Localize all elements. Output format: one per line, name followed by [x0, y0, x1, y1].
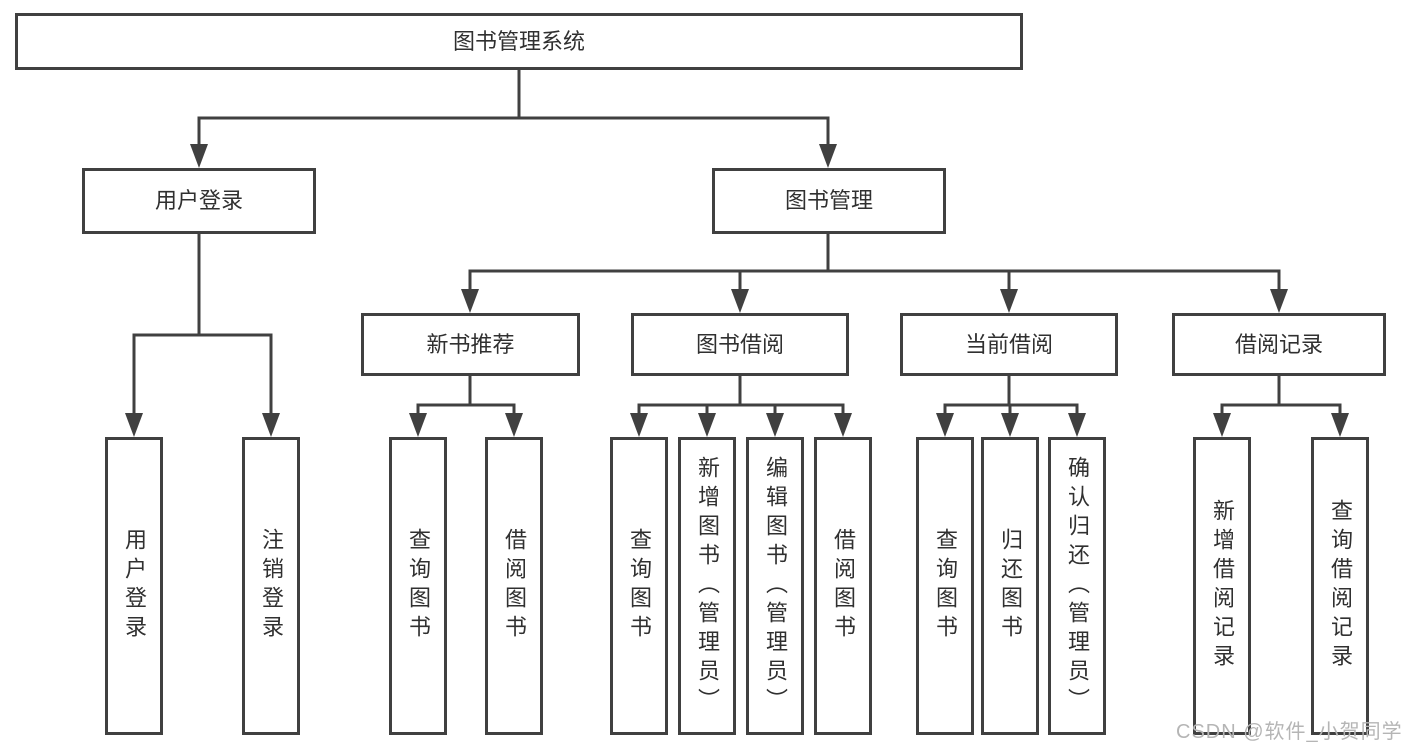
node-book-borrow: 图书借阅 [631, 313, 849, 376]
leaf-borrow-edit-books-admin: 编辑图书（管理员） [746, 437, 804, 735]
leaf-current-confirm-return-admin: 确认归还（管理员） [1048, 437, 1106, 735]
node-root-system: 图书管理系统 [15, 13, 1023, 70]
leaf-borrow-borrow-books: 借阅图书 [814, 437, 872, 735]
leaf-current-query-books: 查询图书 [916, 437, 974, 735]
node-book-management: 图书管理 [712, 168, 946, 234]
leaf-current-return-books: 归还图书 [981, 437, 1039, 735]
node-user-login: 用户登录 [82, 168, 316, 234]
leaf-borrow-query-books: 查询图书 [610, 437, 668, 735]
node-borrow-record: 借阅记录 [1172, 313, 1386, 376]
leaf-borrow-add-books-admin: 新增图书（管理员） [678, 437, 736, 735]
leaf-record-add: 新增借阅记录 [1193, 437, 1251, 735]
leaf-logout: 注销登录 [242, 437, 300, 735]
leaf-user-login: 用户登录 [105, 437, 163, 735]
node-current-borrow: 当前借阅 [900, 313, 1118, 376]
leaf-rec-query-books: 查询图书 [389, 437, 447, 735]
node-new-book-recommend: 新书推荐 [361, 313, 580, 376]
leaf-record-query: 查询借阅记录 [1311, 437, 1369, 735]
csdn-watermark: CSDN @软件_小贺同学 [1176, 721, 1403, 743]
leaf-rec-borrow-books: 借阅图书 [485, 437, 543, 735]
